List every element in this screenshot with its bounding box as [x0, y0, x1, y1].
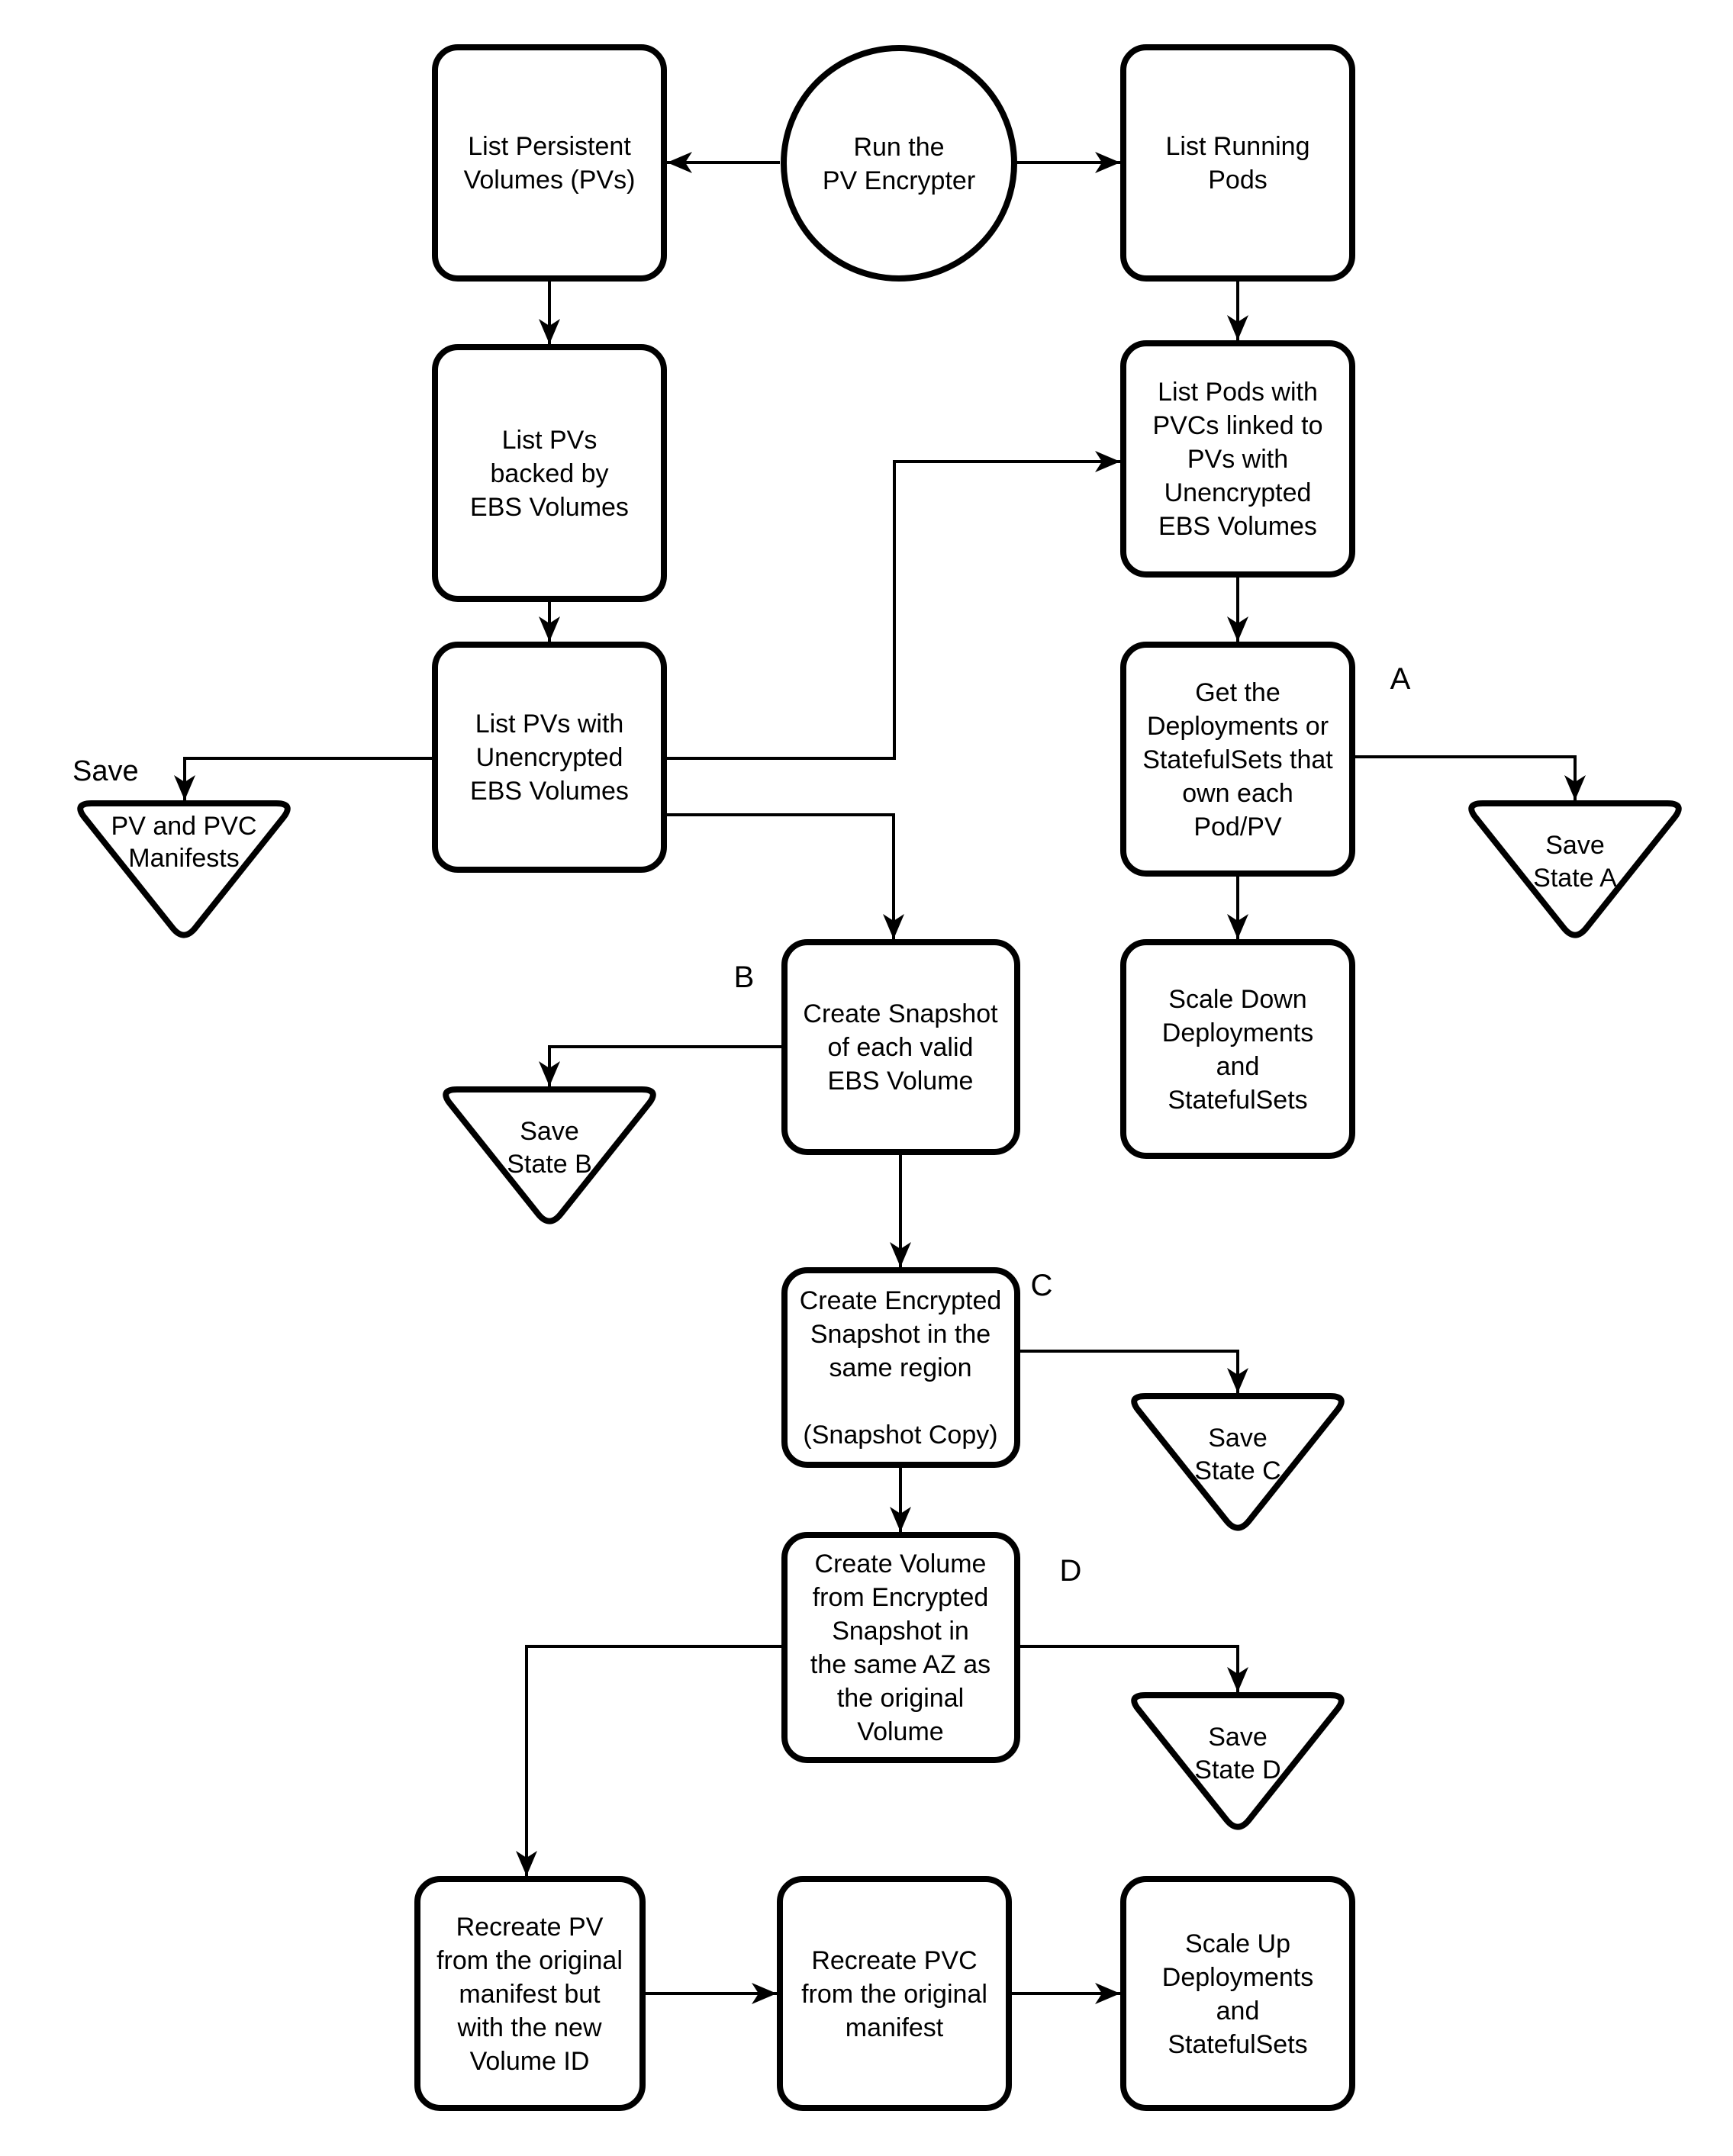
node-list-running-pods — [1120, 44, 1355, 282]
connector-pv-unencrypted-to-pods-pvc — [664, 451, 1120, 760]
node-run-pv-encrypter — [781, 45, 1017, 282]
node-list-pvs-backed-by-ebs — [432, 344, 667, 602]
connector-create-volume-to-save-state-d — [1017, 1645, 1248, 1692]
store-pv-pvc-manifests — [77, 800, 291, 938]
connectors — [174, 152, 1586, 2004]
annotation-marker-a: A — [1390, 662, 1411, 696]
node-list-persistent-volumes — [432, 44, 667, 282]
node-list-pods-with-pvcs — [1120, 340, 1355, 578]
node-scale-down — [1120, 939, 1355, 1159]
connector-pv-unencrypted-to-create-snapshot — [664, 813, 904, 939]
node-create-encrypted-snapshot — [781, 1267, 1020, 1468]
node-get-deployments-statefulsets — [1120, 642, 1355, 877]
connector-create-snapshot-to-save-state-b — [539, 1045, 784, 1086]
connector-get-owners-to-save-state-a — [1352, 755, 1586, 800]
shapes — [77, 44, 1682, 2111]
annotation-marker-c: C — [1031, 1269, 1053, 1302]
node-recreate-pvc — [777, 1876, 1012, 2111]
annotation-marker-d: D — [1060, 1554, 1082, 1588]
node-list-pvs-unencrypted — [432, 642, 667, 873]
annotations: Save A B C D — [72, 662, 1411, 1588]
connector-pv-unencrypted-to-manifests — [174, 757, 435, 800]
store-save-state-c — [1131, 1393, 1345, 1531]
connector-encrypted-snapshot-to-save-state-c — [1017, 1350, 1248, 1393]
node-create-volume — [781, 1532, 1020, 1763]
node-recreate-pv — [414, 1876, 646, 2111]
store-save-state-a — [1468, 800, 1682, 938]
store-save-state-b — [443, 1086, 656, 1224]
node-scale-up — [1120, 1876, 1355, 2111]
connector-create-volume-to-recreate-pv — [516, 1645, 784, 1876]
annotation-marker-b: B — [734, 961, 755, 994]
store-save-state-d — [1131, 1692, 1345, 1830]
annotation-save: Save — [72, 755, 139, 787]
node-create-snapshot — [781, 939, 1020, 1155]
